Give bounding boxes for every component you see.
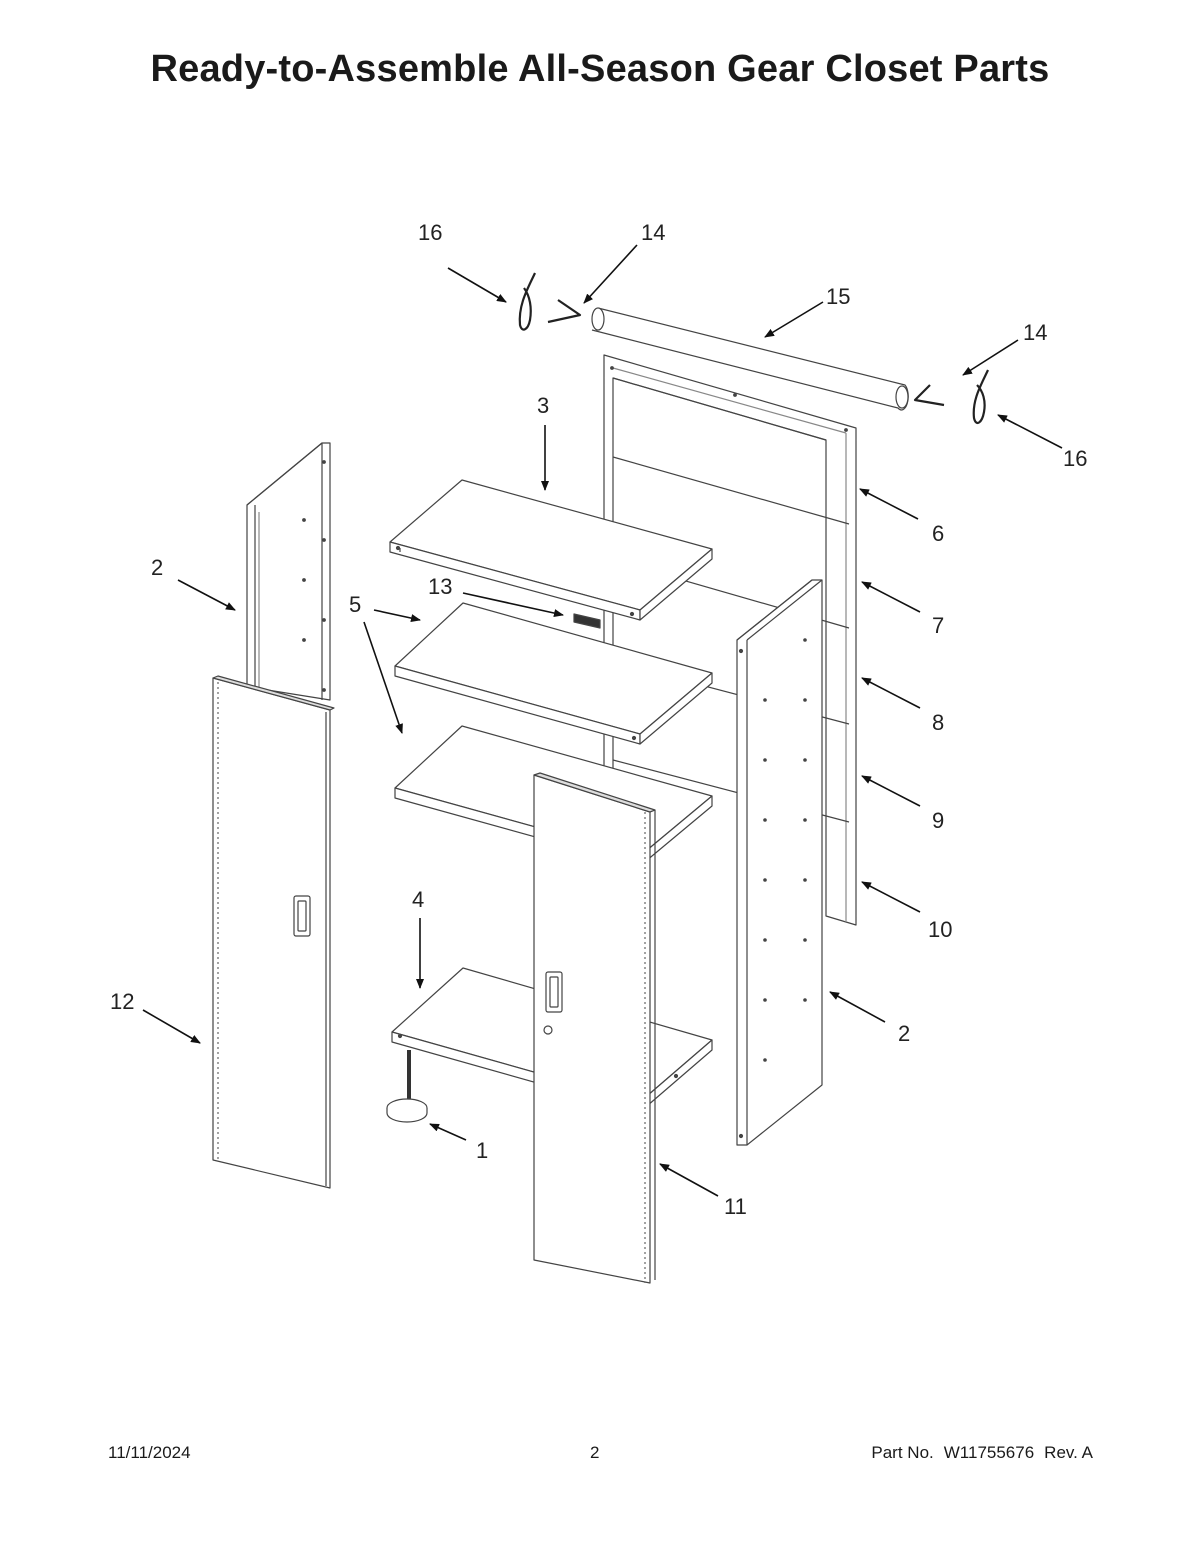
callout-labels: 16 14 15 14 16 3 6 7 8 9 10 2 2 13 5 4 1…: [110, 220, 1087, 1219]
callout-1: 1: [476, 1138, 488, 1163]
side-panel-right: [736, 579, 823, 1146]
leveling-foot: [386, 1050, 428, 1123]
footer-page-number: 2: [590, 1443, 600, 1462]
callout-2: 2: [151, 555, 163, 580]
callout-10: 10: [928, 917, 952, 942]
callout-14: 14: [1023, 320, 1047, 345]
callout-2: 2: [898, 1021, 910, 1046]
callout-11: 11: [724, 1194, 747, 1219]
leader-arrows: [142, 244, 1063, 1197]
callout-16: 16: [1063, 446, 1087, 471]
label-badge: [573, 613, 601, 629]
callout-13: 13: [428, 574, 452, 599]
page-title: Ready-to-Assemble All-Season Gear Closet…: [150, 48, 1050, 90]
closet-rod: [591, 307, 909, 411]
middle-shelf-upper: [394, 602, 713, 745]
rod-holders: [518, 272, 989, 425]
footer-date: 11/11/2024: [108, 1443, 191, 1462]
callout-3: 3: [537, 393, 549, 418]
top-shelf: [389, 479, 713, 621]
part-label: Part No.: [871, 1443, 934, 1462]
callout-5: 5: [349, 592, 361, 617]
side-panel-left: [246, 442, 331, 701]
revision: Rev. A: [1044, 1443, 1093, 1462]
door-right: [533, 772, 656, 1284]
door-left: [212, 675, 335, 1189]
callout-12: 12: [110, 989, 134, 1014]
callout-8: 8: [932, 710, 944, 735]
callout-16: 16: [418, 220, 442, 245]
callout-14: 14: [641, 220, 665, 245]
callout-15: 15: [826, 284, 850, 309]
part-number: W11755676: [943, 1443, 1035, 1462]
callout-6: 6: [932, 521, 944, 546]
rod-brackets: [547, 299, 945, 407]
footer-part-number: Part No. W11755676 Rev. A: [871, 1443, 1093, 1463]
callout-7: 7: [932, 613, 944, 638]
callout-4: 4: [412, 887, 424, 912]
callout-9: 9: [932, 808, 944, 833]
